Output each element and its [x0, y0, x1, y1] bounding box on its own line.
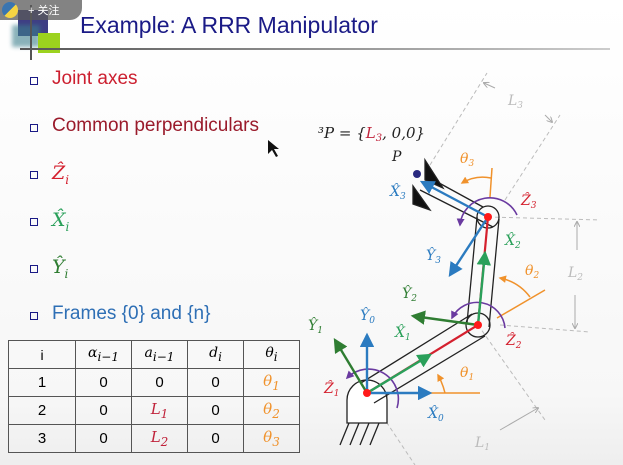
label-y2: Ŷ2: [402, 284, 417, 304]
label-x2: X̂2: [504, 231, 521, 251]
bullet-sub: i: [64, 266, 69, 281]
label-l3: L3: [507, 93, 523, 111]
header-alpha: αi−1: [75, 340, 132, 369]
bullet-icon: [30, 77, 38, 85]
label-z1: Ẑ1: [323, 379, 339, 399]
cell: 0: [75, 368, 132, 397]
bullet-sub: i: [65, 172, 70, 187]
dh-parameter-table: i αi−1 ai−1 di θi 1 0 0 0 θ1 2 0 L1 0 θ2…: [8, 340, 300, 453]
bullet-sub: i: [65, 219, 70, 234]
follow-button[interactable]: + 关注: [0, 0, 82, 20]
frame-axes: [333, 180, 492, 401]
bullet-joint-axes: Joint axes: [28, 68, 259, 115]
bullet-icon: [30, 312, 38, 320]
label-theta1: θ1: [460, 365, 474, 383]
point-equation: ³P = {L3, 0,0}: [318, 124, 425, 144]
label-l2: L2: [567, 265, 583, 283]
label-y1: Ŷ1: [308, 316, 323, 336]
label-z3: Ẑ3: [520, 191, 537, 211]
cell: θ3: [243, 424, 300, 453]
bullet-icon: [30, 171, 38, 179]
bullet-common-perpendiculars: Common perpendiculars: [28, 115, 259, 162]
table-row: 2 0 L1 0 θ2: [8, 396, 300, 425]
header-theta: θi: [243, 340, 300, 369]
bullet-text: X̂: [52, 209, 66, 231]
bullet-x: X̂i: [28, 209, 259, 256]
label-theta2: θ2: [525, 263, 539, 281]
label-z2: Ẑ2: [505, 331, 522, 351]
title-divider: [30, 5, 32, 60]
robot-base: [339, 379, 388, 446]
bullet-y: Ŷi: [28, 256, 259, 303]
label-x1: X̂1: [394, 323, 411, 343]
dimension-arrows: [484, 83, 577, 431]
label-l1: L1: [474, 435, 490, 453]
cell: 0: [187, 424, 244, 453]
cell: θ1: [243, 368, 300, 397]
title-underline: [20, 48, 610, 50]
slide-title: Example: A RRR Manipulator: [80, 12, 378, 38]
bullet-text: Ŷ: [52, 256, 65, 278]
cell: 2: [8, 396, 76, 425]
cell: θ2: [243, 396, 300, 425]
robot-links: [360, 157, 500, 404]
bullet-list: Joint axes Common perpendiculars Ẑi X̂i …: [28, 68, 259, 350]
cell: 0: [187, 368, 244, 397]
bullet-icon: [30, 218, 38, 226]
follow-label: + 关注: [28, 5, 60, 17]
bullet-icon: [30, 124, 38, 132]
joint-points: [363, 213, 492, 397]
bullet-text: Ẑ: [52, 162, 66, 184]
bullet-text: Frames {0} and {n}: [52, 303, 211, 324]
table-row: 1 0 0 0 θ1: [8, 368, 300, 397]
bullet-text: Common perpendiculars: [52, 115, 259, 136]
title-decoration: [12, 25, 40, 47]
label-x3: X̂3: [389, 182, 406, 202]
label-y0: Ŷ0: [360, 306, 375, 326]
bullet-z: Ẑi: [28, 162, 259, 209]
cell: 0: [75, 424, 132, 453]
label-x0: X̂0: [427, 404, 444, 424]
cell: 1: [8, 368, 76, 397]
end-point-p: [413, 170, 421, 178]
label-theta3: θ3: [460, 151, 474, 169]
table-header-row: i αi−1 ai−1 di θi: [8, 340, 300, 369]
mouse-cursor-icon: [268, 140, 279, 157]
cell: L2: [131, 424, 188, 453]
table-row: 3 0 L2 0 θ3: [8, 424, 300, 453]
python-logo-icon: [2, 2, 18, 18]
joint-angle-arcs: [430, 167, 546, 394]
bullet-text: Joint axes: [52, 68, 138, 89]
bullet-icon: [30, 265, 38, 273]
label-p: P: [391, 149, 402, 165]
label-y3: Ŷ3: [426, 246, 441, 266]
bullet-frames: Frames {0} and {n}: [28, 303, 259, 350]
